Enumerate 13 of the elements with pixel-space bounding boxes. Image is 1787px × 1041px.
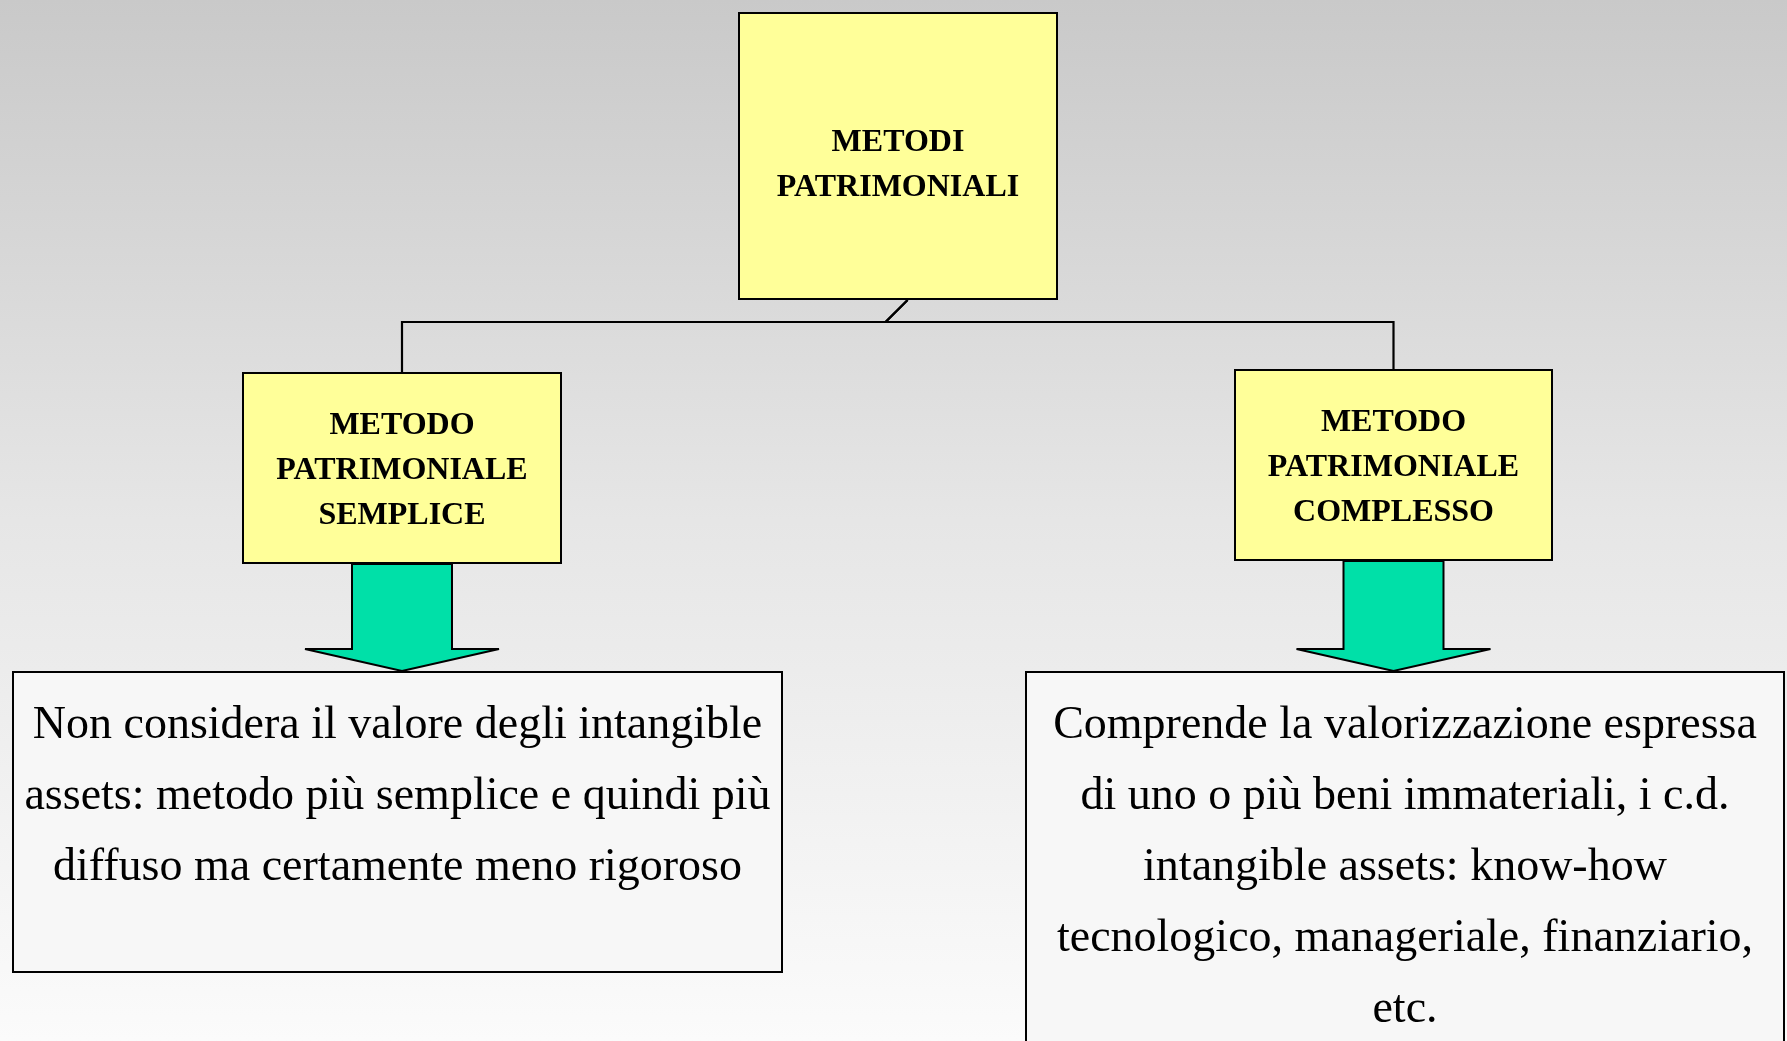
method-title: METODO PATRIMONIALE COMPLESSO xyxy=(1266,400,1521,530)
description-text: Non considera il valore degli intangible assets: metodo più semplice e quindi più diffuso ma certamente meno rigoroso xyxy=(23,696,772,892)
method-title: METODI PATRIMONIALI xyxy=(775,121,1021,205)
method-box xyxy=(738,12,1058,300)
description-text: Comprende la valorizzazione espressa di uno o più beni immateriali, i c.d. intangible assets: know-how tecnologico, manageriale, finanziario, etc. xyxy=(1052,696,1758,1034)
method-title: METODO PATRIMONIALE SEMPLICE xyxy=(275,403,529,533)
method-box xyxy=(242,372,562,564)
connector-line xyxy=(882,299,1395,369)
description-box xyxy=(1025,671,1785,1041)
block-arrow xyxy=(1295,560,1492,673)
description-box xyxy=(12,671,783,973)
method-box xyxy=(1234,369,1553,561)
block-arrow xyxy=(304,563,500,673)
